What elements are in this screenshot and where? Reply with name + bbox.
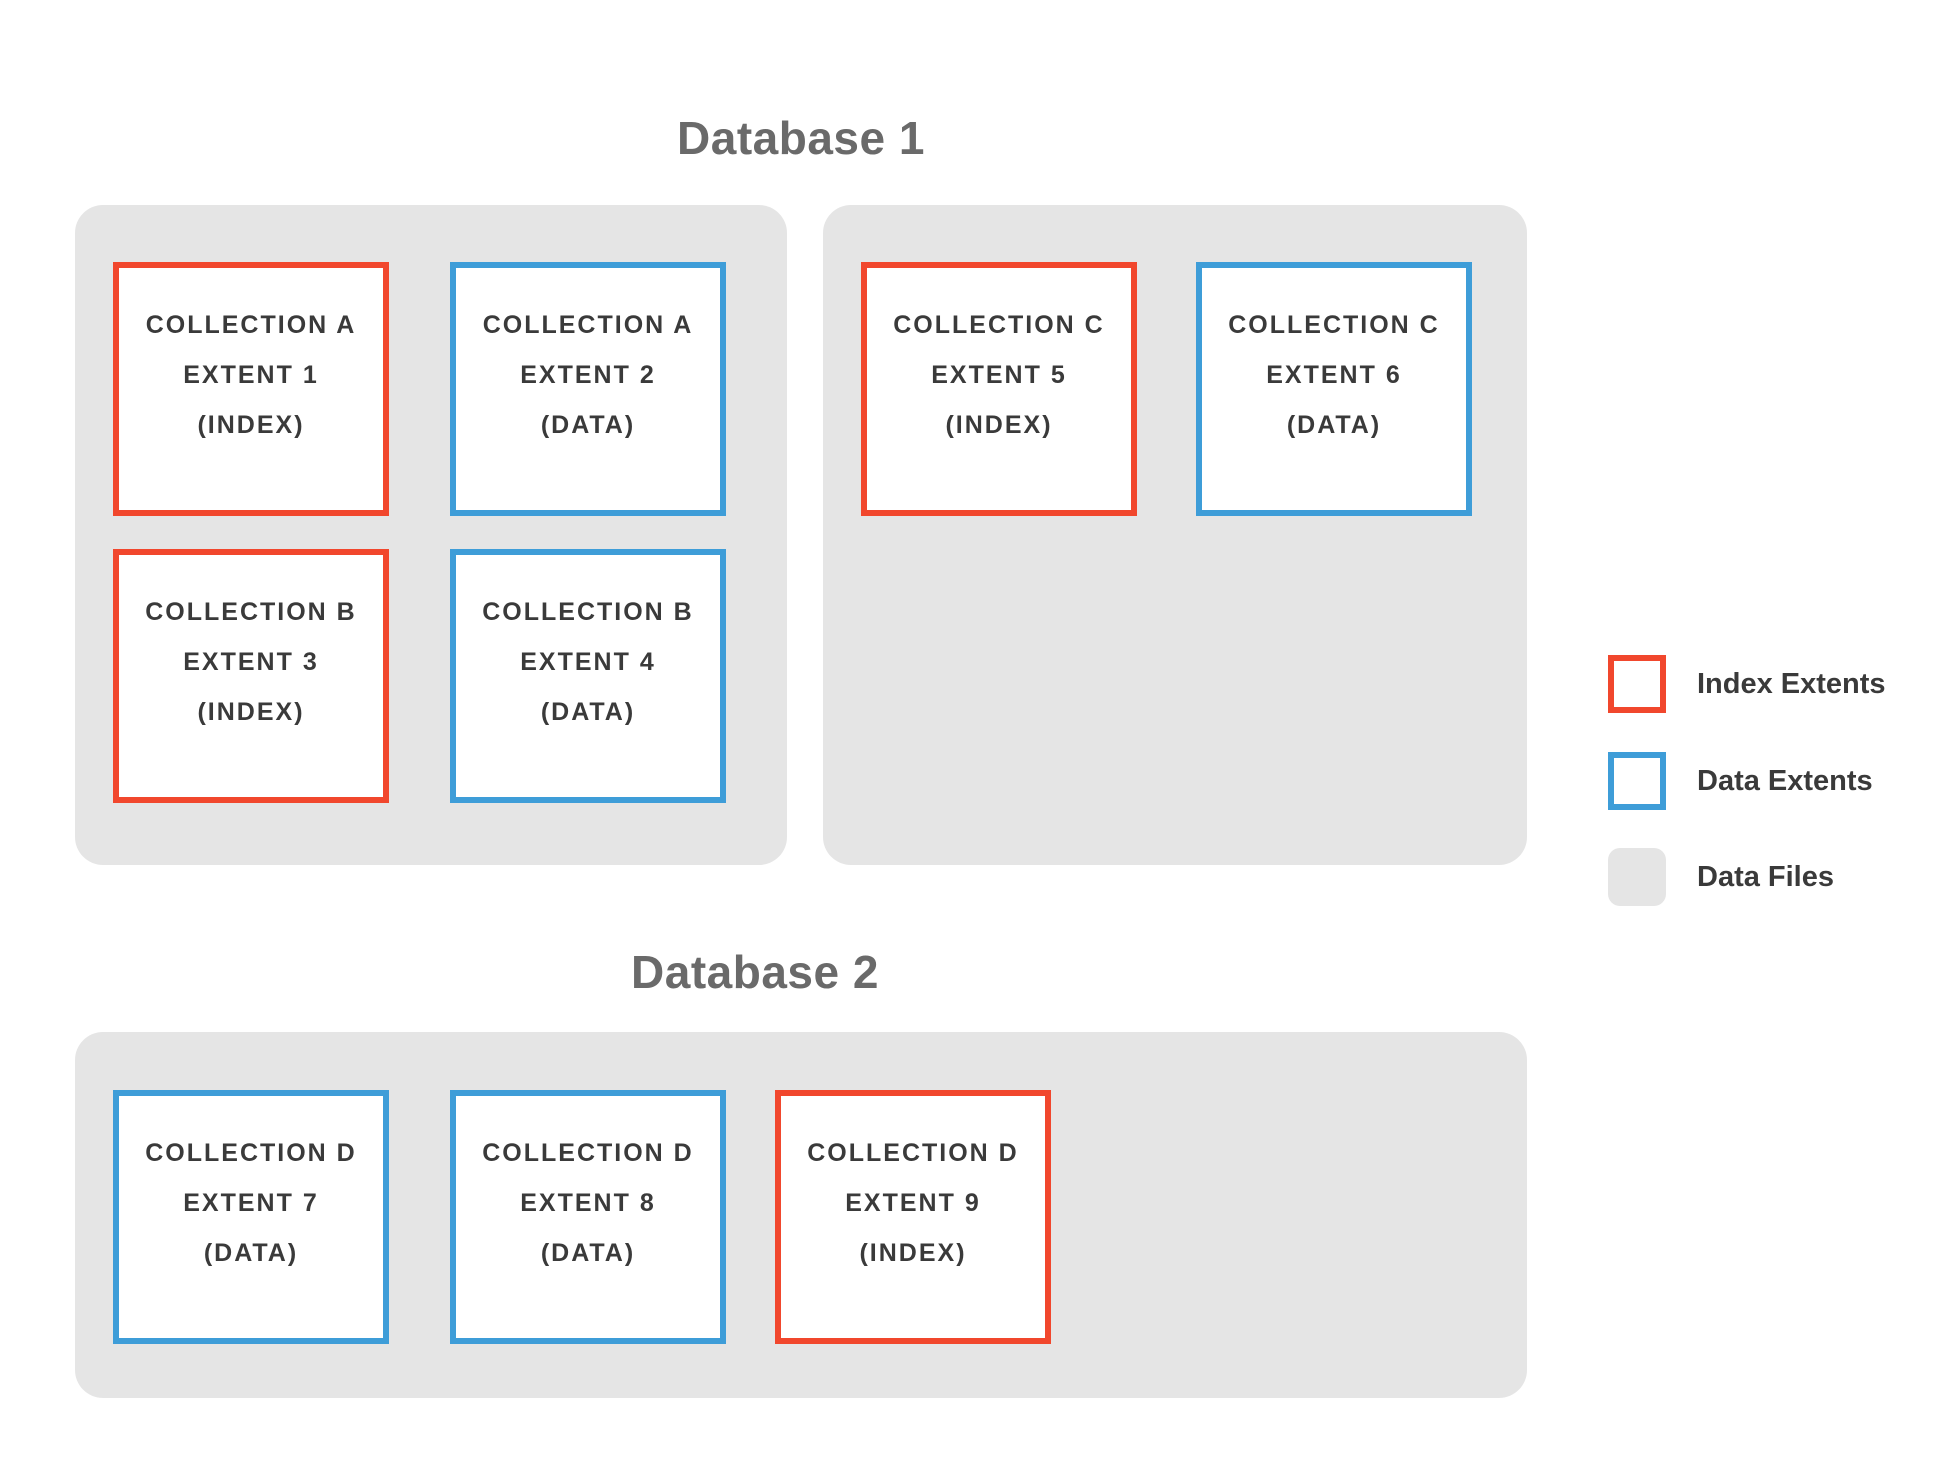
extent-box-collection-c-extent-5-index: COLLECTION C EXTENT 5 (INDEX) (861, 262, 1137, 516)
extent-box-collection-a-extent-1-index: COLLECTION A EXTENT 1 (INDEX) (113, 262, 389, 516)
extent-label-group: COLLECTION D EXTENT 8 (DATA) (456, 1096, 720, 1278)
extent-box-collection-d-extent-8-data: COLLECTION D EXTENT 8 (DATA) (450, 1090, 726, 1344)
extent-number-label: EXTENT 6 (1266, 361, 1402, 389)
legend-label-index-extents: Index Extents (1697, 667, 1886, 700)
extent-number-label: EXTENT 1 (183, 361, 319, 389)
extent-number-label: EXTENT 9 (845, 1189, 981, 1217)
data-file-1: COLLECTION A EXTENT 1 (INDEX) COLLECTION… (75, 205, 787, 865)
extent-box-collection-d-extent-7-data: COLLECTION D EXTENT 7 (DATA) (113, 1090, 389, 1344)
extent-label-group: COLLECTION B EXTENT 4 (DATA) (456, 555, 720, 737)
extent-number-label: EXTENT 5 (931, 361, 1067, 389)
extent-collection-label: COLLECTION B (145, 598, 357, 626)
extent-number-label: EXTENT 7 (183, 1189, 319, 1217)
extent-box-collection-b-extent-3-index: COLLECTION B EXTENT 3 (INDEX) (113, 549, 389, 803)
extent-collection-label: COLLECTION B (482, 598, 694, 626)
extent-box-collection-a-extent-2-data: COLLECTION A EXTENT 2 (DATA) (450, 262, 726, 516)
database-2-title: Database 2 (631, 946, 879, 998)
extent-collection-label: COLLECTION A (145, 311, 357, 339)
extent-kind-label: (INDEX) (197, 698, 305, 726)
extent-kind-label: (INDEX) (945, 411, 1053, 439)
extent-number-label: EXTENT 4 (520, 648, 656, 676)
legend-label-data-files: Data Files (1697, 860, 1834, 893)
extent-box-collection-c-extent-6-data: COLLECTION C EXTENT 6 (DATA) (1196, 262, 1472, 516)
extent-collection-label: COLLECTION A (482, 311, 694, 339)
extent-collection-label: COLLECTION D (482, 1139, 694, 1167)
extent-kind-label: (INDEX) (197, 411, 305, 439)
extent-number-label: EXTENT 2 (520, 361, 656, 389)
data-extent-swatch-icon (1608, 752, 1666, 810)
extent-label-group: COLLECTION D EXTENT 9 (INDEX) (781, 1096, 1045, 1278)
legend-label-data-extents: Data Extents (1697, 764, 1873, 797)
data-file-3: COLLECTION D EXTENT 7 (DATA) COLLECTION … (75, 1032, 1527, 1398)
extent-collection-label: COLLECTION C (1228, 311, 1440, 339)
extent-kind-label: (DATA) (203, 1239, 299, 1267)
extent-label-group: COLLECTION A EXTENT 1 (INDEX) (119, 268, 383, 450)
data-file-swatch-icon (1608, 848, 1666, 906)
extent-kind-label: (DATA) (540, 411, 636, 439)
legend-item-data-files: Data Files (1608, 848, 1834, 906)
extent-label-group: COLLECTION C EXTENT 6 (DATA) (1202, 268, 1466, 450)
extent-label-group: COLLECTION A EXTENT 2 (DATA) (456, 268, 720, 450)
extent-box-collection-d-extent-9-index: COLLECTION D EXTENT 9 (INDEX) (775, 1090, 1051, 1344)
extent-label-group: COLLECTION C EXTENT 5 (INDEX) (867, 268, 1131, 450)
extent-number-label: EXTENT 3 (183, 648, 319, 676)
extent-collection-label: COLLECTION C (893, 311, 1105, 339)
extent-collection-label: COLLECTION D (807, 1139, 1019, 1167)
legend-item-data-extents: Data Extents (1608, 752, 1873, 810)
extent-collection-label: COLLECTION D (145, 1139, 357, 1167)
extent-kind-label: (INDEX) (859, 1239, 967, 1267)
extent-kind-label: (DATA) (540, 1239, 636, 1267)
database-1-title: Database 1 (677, 112, 925, 164)
extent-label-group: COLLECTION B EXTENT 3 (INDEX) (119, 555, 383, 737)
extent-kind-label: (DATA) (540, 698, 636, 726)
extent-label-group: COLLECTION D EXTENT 7 (DATA) (119, 1096, 383, 1278)
extent-number-label: EXTENT 8 (520, 1189, 656, 1217)
extent-kind-label: (DATA) (1286, 411, 1382, 439)
extent-box-collection-b-extent-4-data: COLLECTION B EXTENT 4 (DATA) (450, 549, 726, 803)
data-file-2: COLLECTION C EXTENT 5 (INDEX) COLLECTION… (823, 205, 1527, 865)
index-extent-swatch-icon (1608, 655, 1666, 713)
legend-item-index-extents: Index Extents (1608, 655, 1886, 713)
